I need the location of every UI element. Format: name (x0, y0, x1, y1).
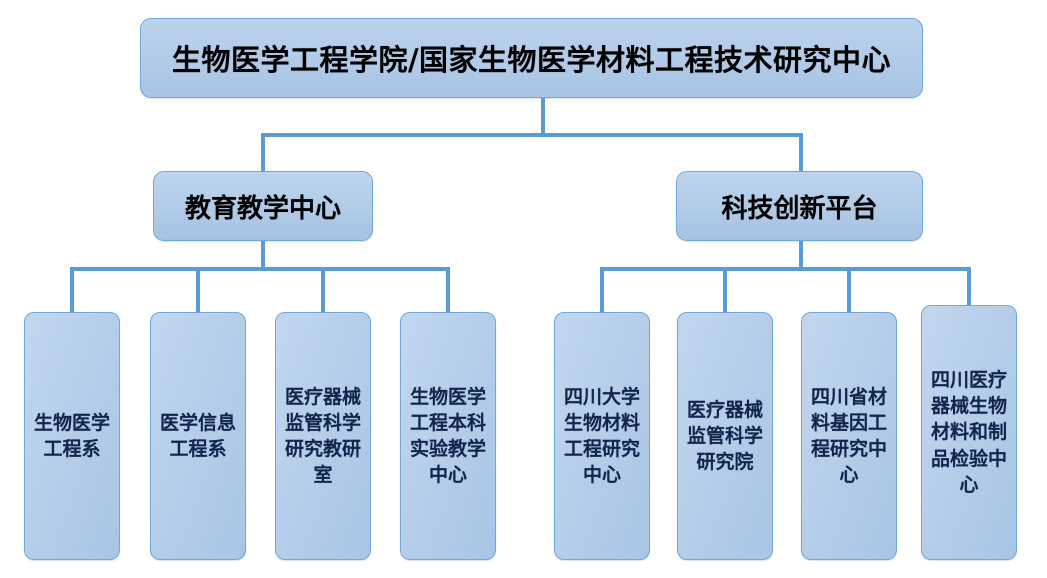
node-scu-biomaterials-engineering-research-center[interactable]: 四川大学生物材料工程研究中心 (554, 312, 650, 560)
connector-left-parent-drop (261, 241, 265, 268)
node-innovation-platform-label: 科技创新平台 (721, 193, 878, 224)
node-device-regulatory-science-institute-label: 医疗器械监管科学研究院 (686, 398, 763, 474)
connector-level2-drop-left (261, 133, 265, 172)
node-education-center-label: 教育教学中心 (184, 193, 341, 224)
node-education-center[interactable]: 教育教学中心 (153, 171, 373, 241)
connector-right-bus (600, 267, 971, 271)
connector-right-drop-4 (967, 267, 971, 313)
node-sichuan-device-biomaterials-testing-center-label: 四川医疗器械生物材料和制品检验中心 (930, 368, 1007, 496)
connector-left-drop-4 (446, 267, 450, 313)
node-scu-biomaterials-engineering-research-center-label: 四川大学生物材料工程研究中心 (563, 385, 640, 487)
connector-left-drop-3 (321, 267, 325, 313)
node-medical-information-engineering-dept-label: 医学信息工程系 (159, 411, 236, 460)
node-device-regulatory-science-institute[interactable]: 医疗器械监管科学研究院 (677, 312, 773, 560)
connector-left-drop-2 (196, 267, 200, 313)
node-root-label: 生物医学工程学院/国家生物医学材料工程技术研究中心 (171, 43, 892, 77)
connector-left-bus (70, 267, 450, 271)
connector-level2-bus (261, 133, 803, 137)
connector-right-drop-3 (847, 267, 851, 313)
connector-level2-drop-right (799, 133, 803, 172)
node-sichuan-material-genome-research-center-label: 四川省材料基因工程研究中心 (810, 385, 887, 487)
node-medical-information-engineering-dept[interactable]: 医学信息工程系 (150, 312, 246, 560)
node-undergraduate-experimental-teaching-center-label: 生物医学工程本科实验教学中心 (409, 385, 486, 487)
node-innovation-platform[interactable]: 科技创新平台 (676, 171, 923, 241)
node-undergraduate-experimental-teaching-center[interactable]: 生物医学工程本科实验教学中心 (400, 312, 496, 560)
node-sichuan-device-biomaterials-testing-center[interactable]: 四川医疗器械生物材料和制品检验中心 (921, 305, 1017, 560)
node-sichuan-material-genome-research-center[interactable]: 四川省材料基因工程研究中心 (801, 312, 897, 560)
connector-right-parent-drop (799, 241, 803, 268)
node-device-regulatory-science-teaching-office[interactable]: 医疗器械监管科学研究教研室 (275, 312, 371, 560)
connector-right-drop-2 (723, 267, 727, 313)
connector-left-drop-1 (70, 267, 74, 313)
node-root[interactable]: 生物医学工程学院/国家生物医学材料工程技术研究中心 (140, 18, 923, 98)
node-biomedical-engineering-dept[interactable]: 生物医学工程系 (24, 312, 120, 560)
node-biomedical-engineering-dept-label: 生物医学工程系 (33, 411, 110, 460)
connector-root-drop (541, 98, 545, 134)
connector-right-drop-1 (600, 267, 604, 313)
node-device-regulatory-science-teaching-office-label: 医疗器械监管科学研究教研室 (284, 385, 361, 487)
